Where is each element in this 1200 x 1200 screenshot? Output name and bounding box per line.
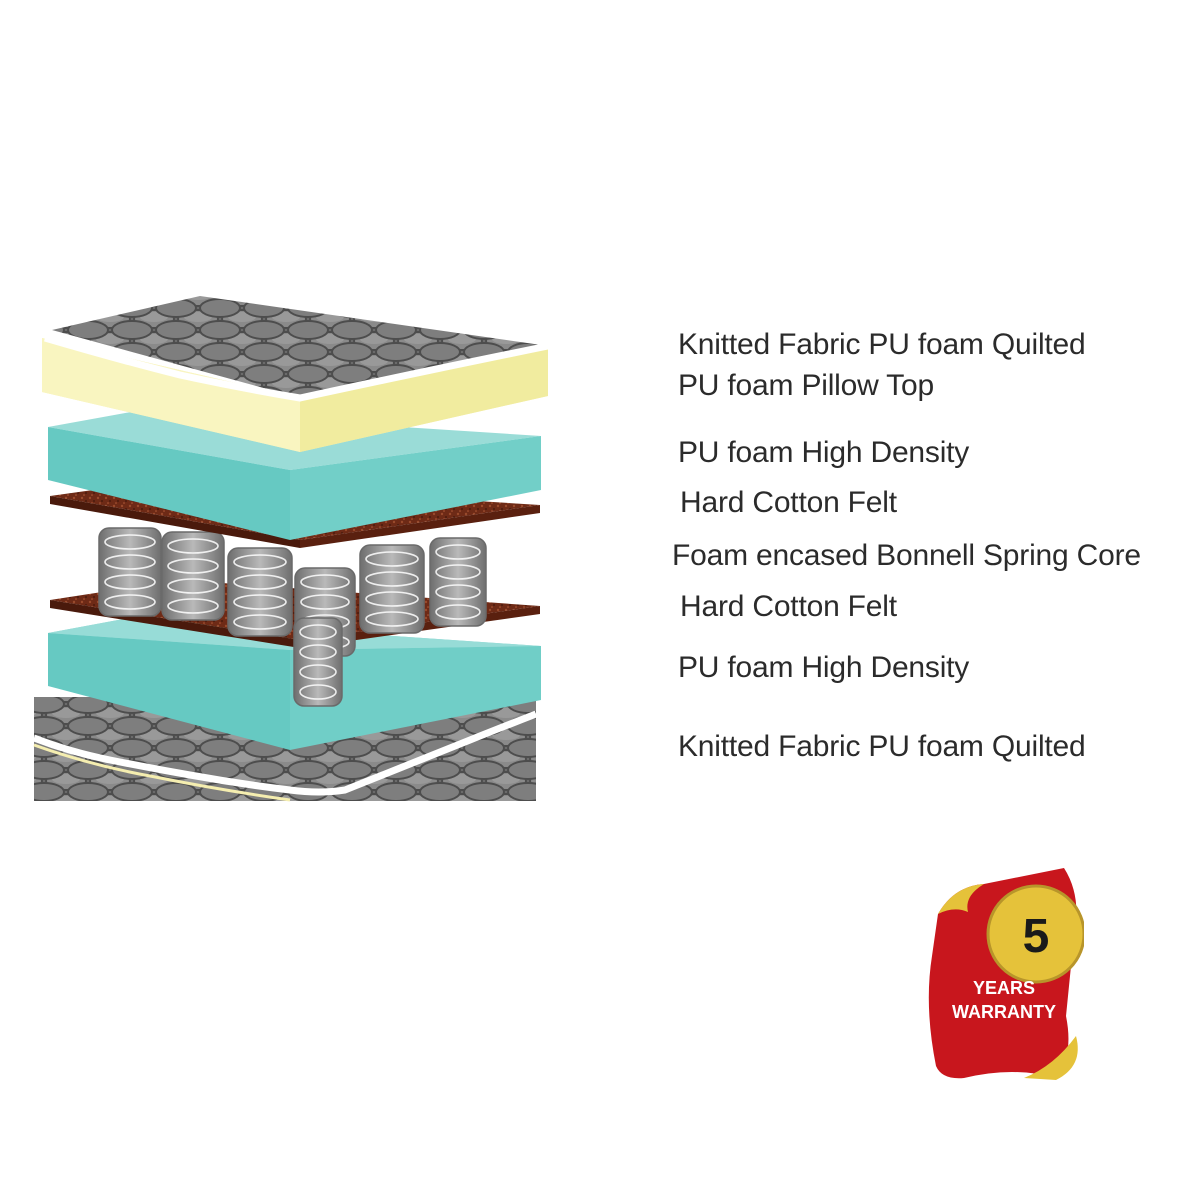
layer-label-top-quilted: Knitted Fabric PU foam Quilted [678,328,1086,361]
warranty-years-number: 5 [1023,910,1050,963]
spring-coil [359,544,425,634]
spring-coil [429,537,487,627]
spring-coil [161,531,225,621]
spring-coil [293,617,343,707]
warranty-years-circle [986,884,1084,984]
spring-coil [98,527,162,617]
top-quilted-layer [42,296,549,452]
spring-coil [227,547,293,637]
warranty-line1: YEARS [973,978,1035,998]
layer-label-pillow-top: PU foam Pillow Top [678,369,934,402]
warranty-line2: WARRANTY [952,1002,1056,1022]
layer-label-hd-foam-bottom: PU foam High Density [678,651,970,684]
layer-label-bottom-quilted: Knitted Fabric PU foam Quilted [678,730,1086,763]
layer-label-felt-top: Hard Cotton Felt [680,486,897,519]
warranty-badge: 5 YEARS WARRANTY [928,868,1084,1080]
layer-label-felt-bottom: Hard Cotton Felt [680,590,897,623]
spring-core-layer [98,527,487,707]
layer-label-spring-core: Foam encased Bonnell Spring Core [672,539,1141,572]
layer-label-hd-foam-top: PU foam High Density [678,436,970,469]
